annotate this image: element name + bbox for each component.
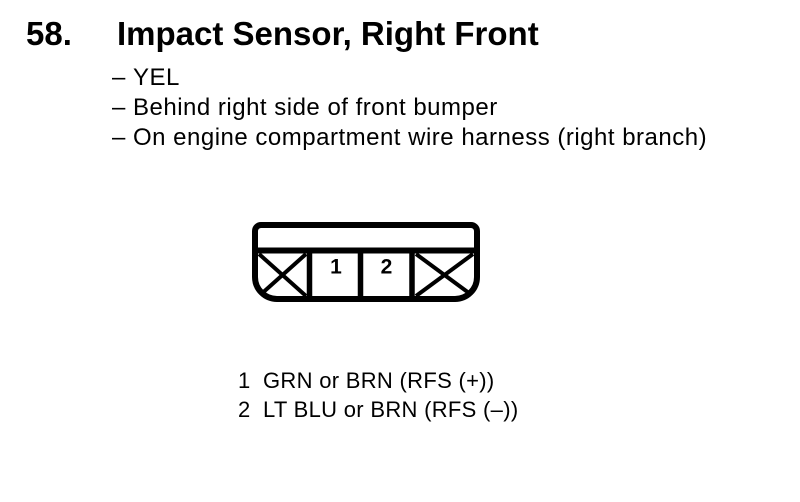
detail-item-text: Behind right side of front bumper <box>133 94 498 121</box>
pin-legend: 1 GRN or BRN (RFS (+)) 2 LT BLU or BRN (… <box>238 366 518 424</box>
detail-item-location: – Behind right side of front bumper <box>112 93 707 123</box>
detail-item-text: On engine compartment wire harness (righ… <box>133 124 708 151</box>
detail-item-wire-color: – YEL <box>112 63 707 93</box>
blocked-cavity-x-right <box>414 252 475 298</box>
legend-pin-label: LT BLU or BRN (RFS (–)) <box>263 397 519 422</box>
detail-list: – YEL – Behind right side of front bumpe… <box>112 63 707 153</box>
section-title: Impact Sensor, Right Front <box>117 15 539 52</box>
blocked-cavity-x-left <box>257 252 308 298</box>
legend-row-pin-1: 1 GRN or BRN (RFS (+)) <box>238 366 518 395</box>
connector-drawing: 1 2 <box>252 222 480 302</box>
connector-pin-2-number: 2 <box>381 256 393 279</box>
dash-bullet: – <box>112 64 126 91</box>
detail-item-harness: – On engine compartment wire harness (ri… <box>112 123 707 153</box>
dash-bullet: – <box>112 94 126 121</box>
legend-pin-label: GRN or BRN (RFS (+)) <box>263 368 495 393</box>
detail-item-text: YEL <box>133 64 180 91</box>
section-number: 58. <box>26 15 72 52</box>
connector-pin-1-number: 1 <box>330 256 342 279</box>
legend-pin-number: 2 <box>238 397 251 422</box>
legend-pin-number: 1 <box>238 368 251 393</box>
connector-outline <box>252 222 480 302</box>
dash-bullet: – <box>112 124 126 151</box>
connector-diagram: 1 2 <box>252 222 480 302</box>
legend-row-pin-2: 2 LT BLU or BRN (RFS (–)) <box>238 395 518 424</box>
